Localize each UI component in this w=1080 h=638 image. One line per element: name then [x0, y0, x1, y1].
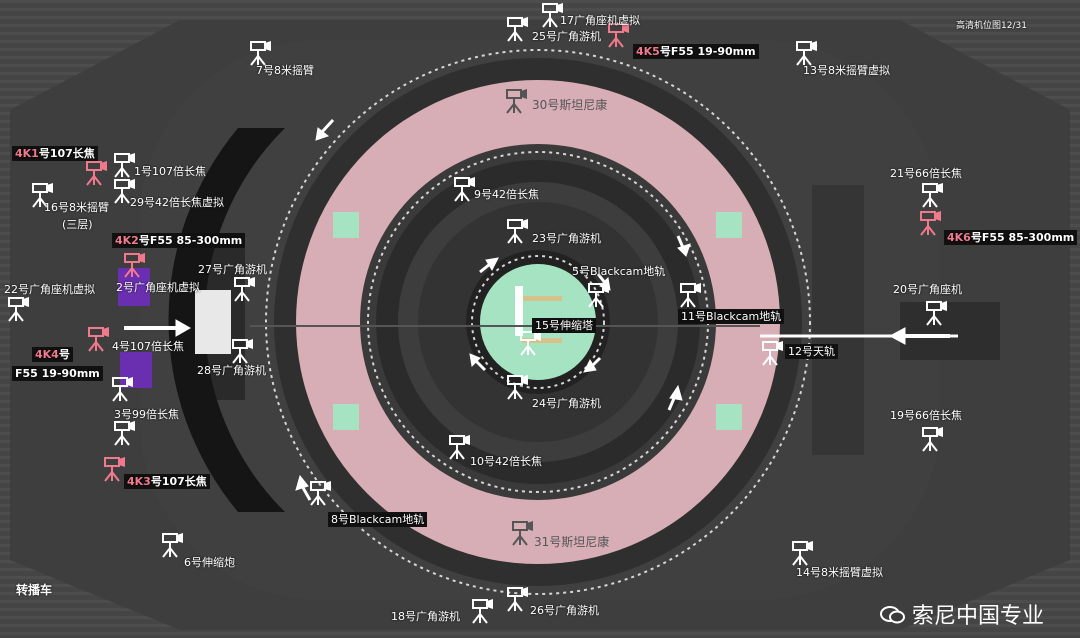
- purple-bar-upper: [118, 268, 150, 306]
- cam-5-label: 5号Blackcam地轨: [572, 265, 666, 278]
- cam-17-label: 17广角座机虚拟: [560, 14, 640, 27]
- k4-4-lens: F55 19-90mm: [12, 366, 103, 381]
- cam-30-label: 30号斯坦尼康: [532, 98, 608, 112]
- cam-6-icon: [160, 532, 184, 558]
- cam-23-icon: [505, 218, 529, 244]
- cam-19-icon: [920, 426, 944, 452]
- cam-22-icon: [6, 296, 30, 322]
- page-label: 高清机位图12/31: [956, 21, 1027, 31]
- cam-28-icon: [230, 338, 254, 364]
- k4-3-label: 4K3号107长焦: [124, 474, 210, 489]
- cam-12-icon: [760, 340, 784, 366]
- cam-18-icon: [470, 598, 494, 624]
- purple-bar-lower: [120, 352, 152, 388]
- cam-16-label: 16号8米摇臂: [44, 201, 109, 214]
- cam-26-label: 26号广角游机: [530, 604, 599, 617]
- center-mark-2: [522, 338, 562, 343]
- cam-29-label: 29号42倍长焦虚拟: [130, 196, 224, 209]
- cam-11-label: 11号Blackcam地轨: [678, 309, 785, 324]
- cam-14-label: 14号8米摇臂虚拟: [796, 566, 883, 579]
- k4-cam-1-icon: [84, 160, 108, 186]
- green-pad-tl: [333, 212, 359, 238]
- cam-23-label: 23号广角游机: [532, 232, 601, 245]
- green-pad-br: [716, 404, 742, 430]
- cam-20-label: 20号广角座机: [893, 283, 962, 296]
- brand-logo: 索尼中国专业: [879, 598, 1044, 630]
- tower-crane: [515, 286, 523, 336]
- k4-cam-4-icon: [86, 326, 110, 352]
- led-stage: [195, 290, 231, 354]
- cam-19-label: 19号66倍长焦: [890, 409, 962, 422]
- cam-24-label: 24号广角游机: [532, 397, 601, 410]
- cam-26-icon: [505, 586, 529, 612]
- cam-27-icon: [232, 276, 256, 302]
- cam-7-icon: [248, 40, 272, 66]
- cam-31-icon: [510, 520, 534, 546]
- cam-8-icon: [308, 480, 332, 506]
- cam-13-icon: [794, 40, 818, 66]
- cam-4-icon: [110, 376, 134, 402]
- k4-cam-3-icon: [102, 456, 126, 482]
- center-track-dots: [471, 255, 605, 389]
- cam-16-floor: (三层): [62, 218, 93, 231]
- center-mark-1: [522, 296, 562, 301]
- brand-text: 索尼中国专业: [911, 604, 1044, 629]
- cam-13-label: 13号8米摇臂虚拟: [803, 64, 890, 77]
- cam-3-label: 3号99倍长焦: [114, 408, 179, 421]
- right-stage-block: [812, 185, 864, 455]
- cam-25-icon: [505, 16, 529, 42]
- k4-cam-6-icon: [918, 210, 942, 236]
- right-rail-block: [900, 302, 1000, 360]
- outer-track-dots: [265, 49, 811, 595]
- truck-label: 转播车: [16, 583, 53, 597]
- cam-28-label: 28号广角游机: [197, 364, 266, 377]
- cam-6-label: 6号伸缩炮: [184, 556, 235, 569]
- cam-22-label: 22号广角座机虚拟: [4, 283, 95, 296]
- cam-3-icon: [112, 420, 136, 446]
- cam-30-icon: [504, 88, 528, 114]
- wechat-icon: [879, 605, 906, 625]
- cam-1-label: 1号107倍长焦: [134, 165, 206, 178]
- cam-14-icon: [790, 540, 814, 566]
- k4-cam-2-icon: [122, 252, 146, 278]
- cam-5-icon: [586, 282, 610, 308]
- cam-27-label: 27号广角游机: [198, 263, 267, 276]
- cam-17-icon: [540, 2, 564, 28]
- cam-21-label: 21号66倍长焦: [890, 167, 962, 180]
- green-pad-bl: [333, 404, 359, 430]
- k4-6-label: 4K6号F55 85-300mm: [944, 230, 1078, 245]
- cam-18-label: 18号广角游机: [391, 610, 460, 623]
- cam-31-label: 31号斯坦尼康: [534, 535, 610, 549]
- cam-15-label: 15号伸缩塔: [532, 318, 596, 333]
- cam-21-icon: [920, 182, 944, 208]
- k4-cam-5-icon: [606, 22, 630, 48]
- cam-9-label: 9号42倍长焦: [474, 188, 539, 201]
- k4-4-label: 4K4号: [32, 347, 73, 362]
- cam-2-label: 2号广角座机虚拟: [116, 281, 200, 294]
- cam-25-label: 25号广角游机: [532, 30, 601, 43]
- cam-20-icon: [924, 300, 948, 326]
- cam-24-icon: [505, 374, 529, 400]
- cam-11-icon: [678, 282, 702, 308]
- cam-1-icon: [112, 152, 136, 178]
- cam-10-label: 10号42倍长焦: [470, 455, 542, 468]
- cam-8-label: 8号Blackcam地轨: [328, 512, 428, 527]
- cam-15-icon: [518, 330, 542, 356]
- k4-2-label: 4K2号F55 85-300mm: [112, 233, 246, 248]
- k4-1-label: 4K1号107长焦: [12, 146, 98, 161]
- cam-29-icon: [112, 178, 136, 204]
- cam-10-icon: [447, 434, 471, 460]
- cam-16-icon: [30, 182, 54, 208]
- green-pad-tr: [716, 212, 742, 238]
- k4-5-label: 4K5号F55 19-90mm: [633, 44, 759, 59]
- cam-12-label: 12号天轨: [785, 344, 838, 359]
- cam-9-icon: [452, 176, 476, 202]
- left-black-stage: [168, 128, 285, 512]
- cam-7-label: 7号8米摇臂: [256, 64, 314, 77]
- cam-4-label: 4号107倍长焦: [112, 340, 184, 353]
